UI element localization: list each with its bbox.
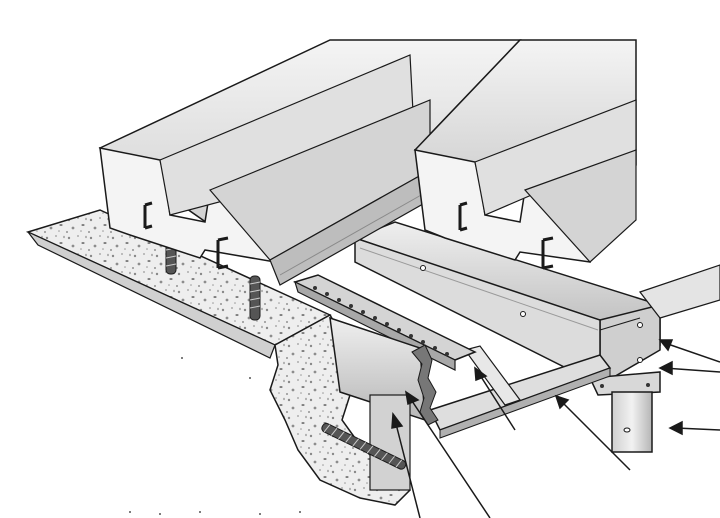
- arrow-ledger-top: [658, 339, 720, 363]
- arrow-pipe-column: [668, 420, 720, 436]
- arrow-steel-plate: [404, 390, 491, 518]
- arrow-frame-angle: [554, 394, 631, 471]
- steel-pipe-column: [611, 391, 653, 453]
- vertical-dowel-right: [249, 275, 261, 321]
- precast-slab-left: [98, 39, 522, 286]
- arrow-perforated-angle: [474, 366, 516, 431]
- steel-ledger-beam: [352, 221, 661, 396]
- embedded-steel-plate: [329, 316, 439, 491]
- scan-marks: [129, 357, 301, 515]
- arrow-embed-rebar: [391, 411, 421, 518]
- precast-slab-right: [413, 39, 637, 270]
- leader-arrows: [391, 339, 720, 518]
- arrow-ledger-bottom: [658, 360, 720, 376]
- embedded-rebar: [321, 422, 407, 470]
- steel-frame-angles: [428, 345, 612, 439]
- right-floor-edge: [639, 264, 720, 319]
